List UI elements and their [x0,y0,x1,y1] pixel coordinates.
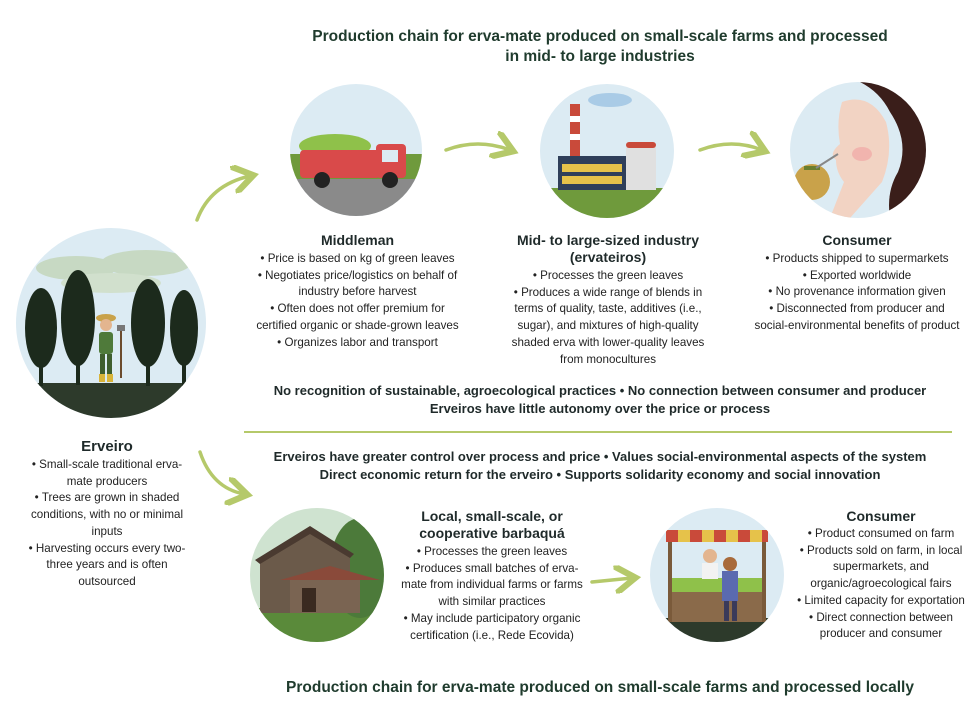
divider-line [244,431,952,433]
barbaqua-heading: Local, small-scale, or cooperative barba… [419,508,565,541]
barbaqua-illustration [250,508,384,642]
consumer-drinking-illustration [790,82,926,218]
top-title: Production chain for erva-mate produced … [312,28,888,65]
band-bottom: Erveiros have greater control over proce… [273,449,927,482]
arrow-industry-to-consumer [698,144,762,150]
arrow-barbaqua-to-consumer [590,578,632,582]
arrow-erveiro-to-middleman [195,176,250,222]
erveiro-heading: Erveiro [81,438,133,455]
consumer-top-heading: Consumer [822,232,892,248]
consumer-bottom-heading: Consumer [846,508,916,524]
barbaqua-bullets: Processes the green leaves Produces smal… [396,544,588,644]
arrow-erveiro-to-barbaqua [198,450,244,494]
middleman-heading: Middleman [320,232,395,248]
erveiro-block: Erveiro Small-scale traditional erva-mat… [22,438,192,591]
erveiro-bullets: Small-scale traditional erva-mate produc… [22,457,192,591]
industry-block: Mid- to large-sized industry (ervateiros… [502,232,714,368]
middleman-bullets: Price is based on kg of green leaves Neg… [255,251,460,351]
factory-illustration [540,84,674,218]
consumer-top-block: Consumer Products shipped to supermarket… [752,232,962,335]
consumer-top-bullets: Products shipped to supermarkets Exporte… [752,251,962,335]
middleman-block: Middleman Price is based on kg of green … [255,232,460,351]
consumer-bottom-bullets: Product consumed on farm Products sold o… [794,526,968,643]
industry-heading: Mid- to large-sized industry (ervateiros… [516,232,699,265]
industry-bullets: Processes the green leaves Produces a wi… [502,268,714,368]
consumer-bottom-block: Consumer Product consumed on farm Produc… [794,508,968,643]
band-top: No recognition of sustainable, agroecolo… [273,383,927,416]
barbaqua-block: Local, small-scale, or cooperative barba… [396,508,588,644]
bottom-title: Production chain for erva-mate produced … [286,679,914,696]
arrow-middleman-to-industry [444,144,510,150]
market-stall-illustration [650,508,784,642]
